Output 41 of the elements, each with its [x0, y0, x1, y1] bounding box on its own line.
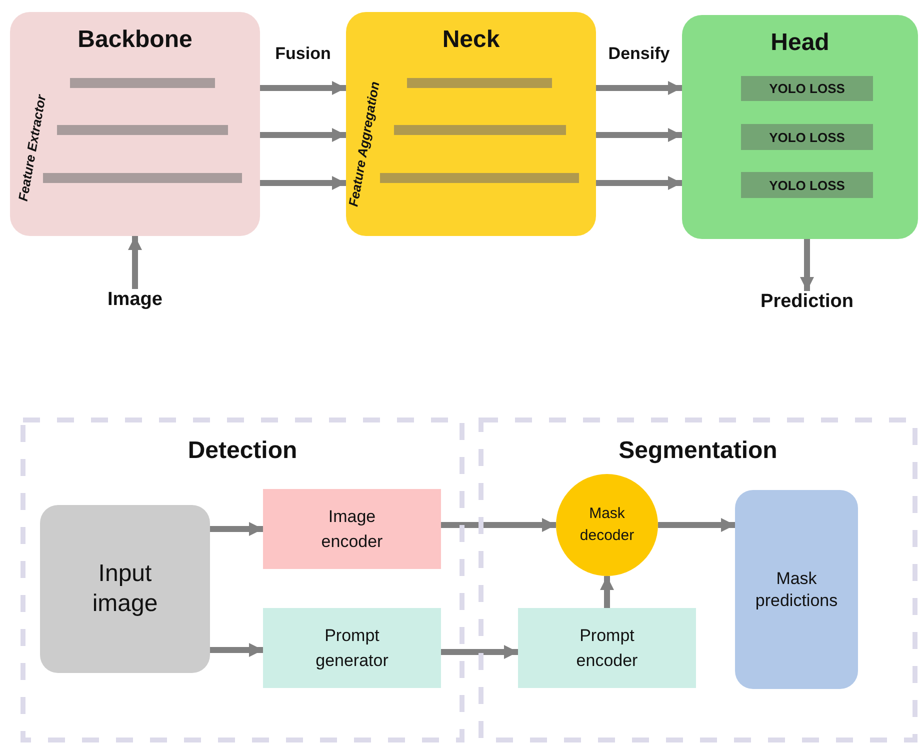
group-title: Detection: [186, 437, 298, 465]
arrow: [210, 643, 263, 657]
arrow: [260, 176, 346, 190]
input-label: Image: [85, 289, 185, 313]
arrow: [596, 128, 682, 142]
box-label: Image encoder: [320, 506, 384, 553]
arrow: [596, 176, 682, 190]
stage-panel: [346, 12, 596, 236]
loss-tag: YOLO LOSS: [741, 124, 873, 150]
process-box: [40, 505, 210, 673]
box-label: Prompt generator: [314, 624, 390, 672]
stage-panel: [682, 15, 918, 239]
box-label: Mask predictions: [754, 568, 839, 611]
arrow: [210, 522, 263, 536]
stage-panel: [10, 12, 260, 236]
process-box: [263, 489, 441, 569]
process-box: [735, 490, 858, 689]
rotated-caption: Feature Aggregation: [346, 80, 382, 208]
stage-title: Backbone: [76, 26, 194, 54]
arrow: [128, 236, 142, 289]
stage-title: Head: [770, 29, 830, 57]
arrow: [600, 576, 614, 608]
arrow: [658, 518, 735, 532]
arrow: [441, 518, 556, 532]
edge-label: Densify: [608, 44, 670, 64]
box-label: Input image: [91, 559, 159, 619]
box-label: Prompt encoder: [575, 624, 639, 672]
group-title: Segmentation: [618, 437, 778, 465]
arrow: [596, 81, 682, 95]
loss-tag: YOLO LOSS: [741, 172, 873, 198]
process-box: [518, 608, 696, 688]
rotated-caption: Feature Extractor: [15, 94, 49, 202]
process-box: [263, 608, 441, 688]
box-label: Mask decoder: [578, 504, 636, 546]
arrow: [260, 128, 346, 142]
stage-title: Neck: [441, 26, 501, 54]
loss-tag: YOLO LOSS: [741, 76, 873, 101]
input-label: Prediction: [747, 291, 867, 315]
arrow: [441, 645, 518, 659]
arrow: [800, 239, 814, 291]
arrow: [260, 81, 346, 95]
